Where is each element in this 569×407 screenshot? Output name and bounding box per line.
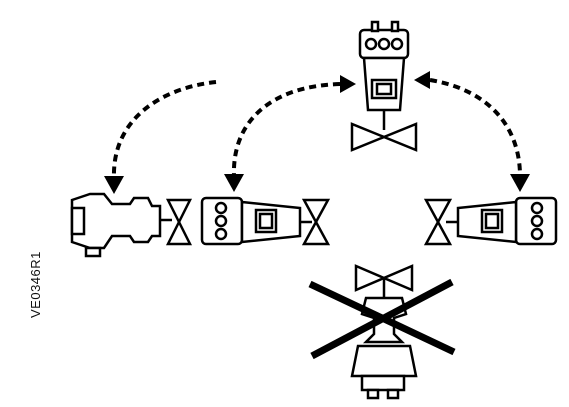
actuator-left-horizontal [70, 192, 193, 258]
figure-code-label: VE0346R1 [28, 251, 43, 318]
dashed-arrows [104, 71, 530, 194]
actuator-center-horizontal [200, 196, 331, 246]
actuator-top-center [350, 20, 418, 152]
arrow-to-left-horizontal [111, 80, 217, 179]
arrow-top-to-center [231, 82, 341, 177]
actuator-right-horizontal [423, 196, 558, 246]
not-allowed-cross [308, 278, 456, 360]
arrow-top-to-right [429, 78, 522, 177]
